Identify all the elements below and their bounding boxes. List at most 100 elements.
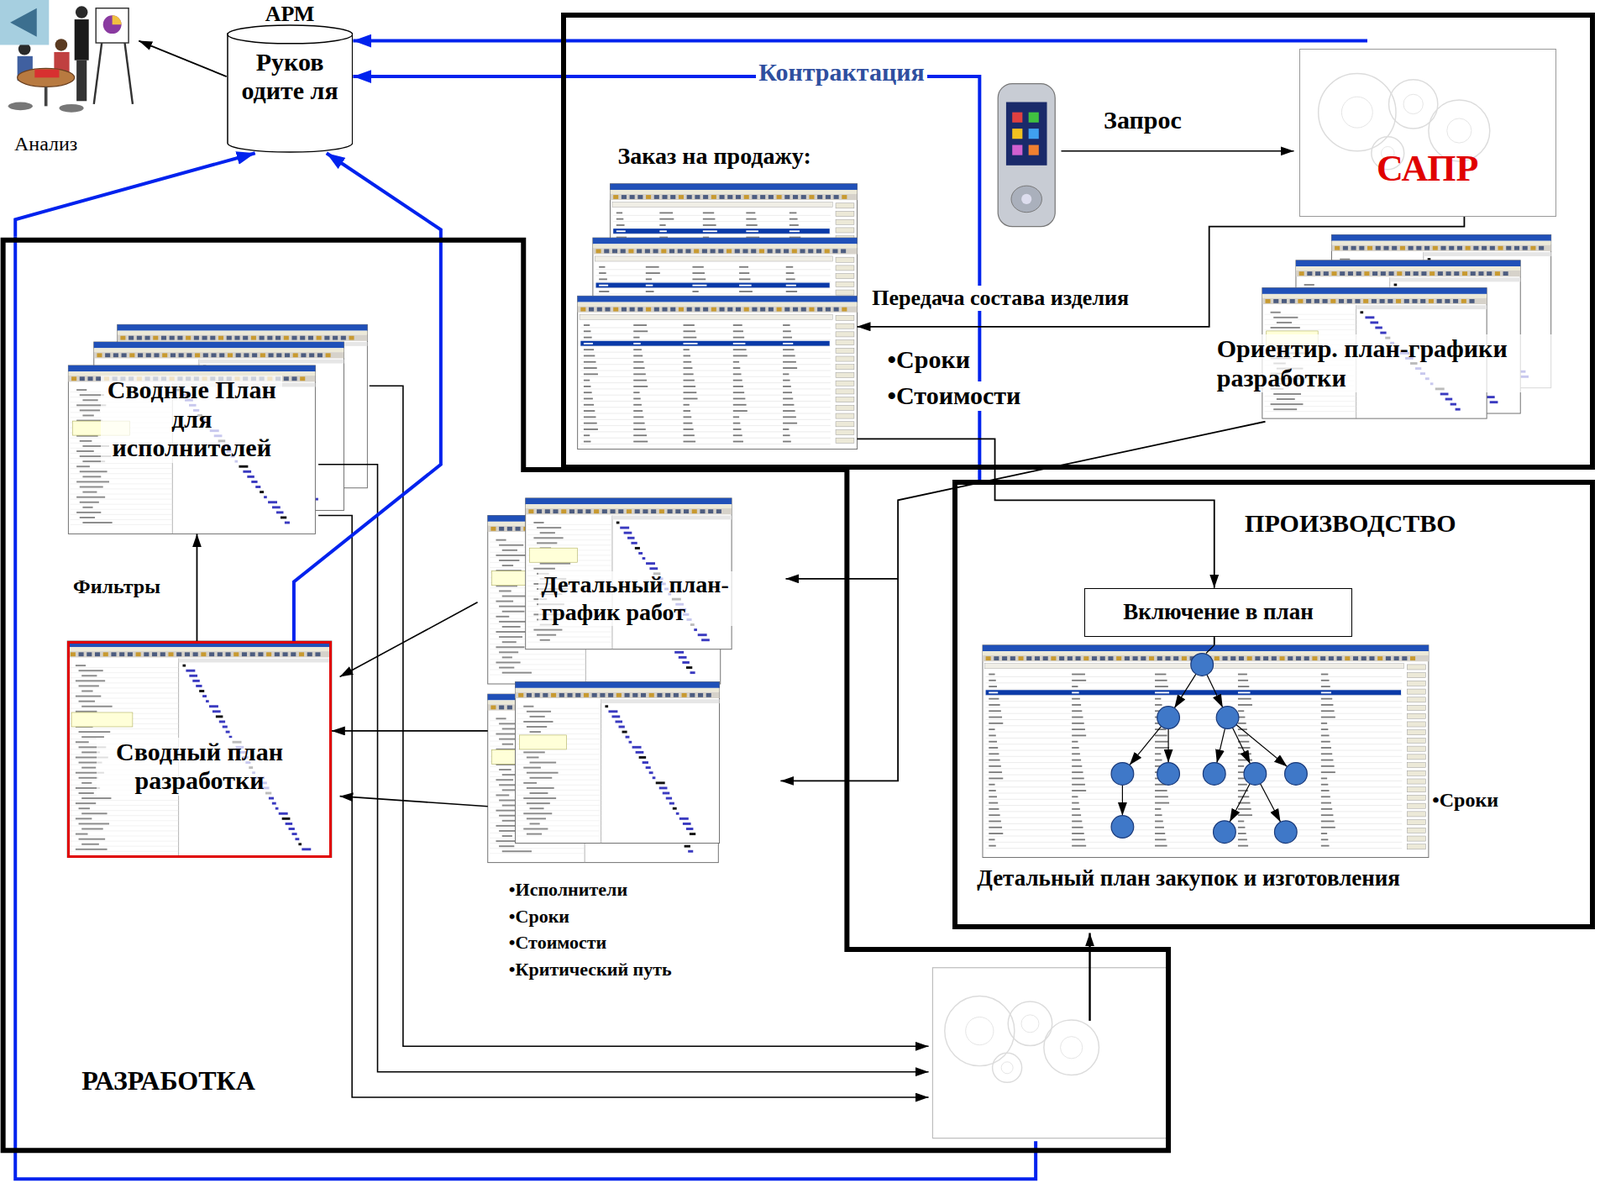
- cell-text: [1154, 844, 1168, 847]
- toolbar-icon: [656, 692, 662, 698]
- side-button: [1406, 745, 1426, 751]
- window-toolbar: [525, 508, 732, 515]
- cell-text: [1321, 807, 1333, 810]
- grid-line: [580, 357, 831, 359]
- table-row-line: [69, 814, 179, 816]
- cell-text: [1321, 716, 1336, 719]
- window-title-bar: [982, 645, 1429, 651]
- cell-text: [782, 372, 789, 375]
- tree-link: [1174, 673, 1197, 709]
- toolbar-icon: [776, 307, 782, 312]
- cell-text: [733, 367, 741, 369]
- side-button: [835, 257, 855, 263]
- cell-text: [616, 224, 625, 226]
- gantt-bar: [199, 689, 205, 693]
- cell-text: [616, 218, 625, 221]
- cell-text: [789, 230, 800, 232]
- side-button: [1406, 811, 1426, 817]
- toolbar-icon: [993, 655, 999, 661]
- toolbar-icon: [1383, 246, 1389, 251]
- cell-text: [1321, 820, 1335, 823]
- row-text: [495, 645, 525, 648]
- screenshot-window: [68, 365, 315, 534]
- cell-text: [782, 367, 798, 369]
- cell-text: [683, 330, 697, 332]
- gantt-bar: [280, 516, 287, 520]
- toolbar-icon: [1429, 271, 1435, 276]
- toolbar-icon: [678, 307, 684, 312]
- cell-text: [1321, 734, 1330, 737]
- cell-text: [782, 330, 792, 332]
- cell-text: [1238, 813, 1253, 816]
- table-row-line: [489, 674, 586, 676]
- cell-text: [988, 746, 998, 749]
- toolbar-icon: [1034, 655, 1040, 661]
- toolbar-icon: [332, 335, 338, 341]
- toolbar-icon: [621, 307, 627, 312]
- cell-text: [692, 272, 705, 274]
- phone-app-icon: [1028, 145, 1039, 156]
- table-row-line: [517, 809, 602, 811]
- grid-line: [580, 394, 831, 396]
- cell-text: [739, 284, 752, 287]
- table-row-line: [1264, 314, 1356, 315]
- toolbar-icon: [751, 307, 757, 312]
- toolbar-icon: [784, 194, 790, 200]
- toolbar-icon: [1367, 246, 1373, 251]
- timescale-bar: [178, 658, 332, 663]
- cell-text: [683, 372, 694, 375]
- cell-text: [782, 403, 794, 406]
- side-button: [835, 421, 855, 427]
- cell-text: [782, 422, 798, 425]
- gantt-bar: [625, 735, 630, 739]
- cell-text: [1071, 807, 1081, 810]
- toolbar-icon: [1473, 246, 1479, 251]
- gantt-bar: [1440, 393, 1449, 396]
- grid-line: [986, 731, 1403, 733]
- window-toolbar: [577, 305, 858, 312]
- toolbar-icon: [759, 248, 765, 253]
- window-toolbar: [94, 351, 345, 358]
- gantt-bar: [611, 714, 620, 718]
- cell-text: [782, 434, 791, 436]
- window-title-bar: [1262, 288, 1487, 294]
- toolbar-icon: [1173, 655, 1179, 661]
- side-button: [1406, 754, 1426, 760]
- gantt-bar: [674, 650, 684, 654]
- toolbar-icon: [104, 352, 111, 357]
- cell-text: [733, 409, 748, 412]
- gantt-bar: [275, 807, 279, 810]
- cell-text: [645, 278, 652, 280]
- gantt-bar: [192, 679, 200, 682]
- toolbar-icon: [1389, 271, 1395, 276]
- table-row-line: [1264, 324, 1356, 326]
- row-text: [82, 506, 93, 509]
- cell-text: [988, 820, 1002, 823]
- toolbar-icon: [167, 651, 174, 656]
- side-button: [1406, 688, 1426, 694]
- toolbar-icon: [1075, 655, 1081, 661]
- cell-text: [659, 211, 673, 214]
- cell-text: [1071, 734, 1086, 737]
- window-menu-bar: [1262, 293, 1487, 299]
- cell-text: [988, 685, 997, 688]
- toolbar-icon: [1265, 299, 1271, 304]
- toolbar-icon: [307, 651, 313, 656]
- window-frame: [67, 640, 332, 858]
- toolbar-icon: [670, 307, 676, 312]
- toolbar-icon: [552, 508, 558, 514]
- toolbar-icon: [629, 194, 635, 200]
- gantt-bar: [681, 660, 690, 664]
- toolbar-icon: [1405, 271, 1411, 276]
- flip-chart: [95, 8, 129, 43]
- toolbar-icon: [751, 194, 757, 200]
- toolbar-icon: [1314, 299, 1320, 304]
- cell-text: [1154, 802, 1170, 804]
- cell-text: [1071, 777, 1085, 780]
- window-title-bar: [577, 295, 858, 302]
- cell-text: [988, 716, 1002, 719]
- gantt-bar: [288, 827, 295, 830]
- cell-text: [786, 278, 796, 280]
- toolbar-icon: [1457, 246, 1463, 251]
- side-button: [1406, 680, 1426, 686]
